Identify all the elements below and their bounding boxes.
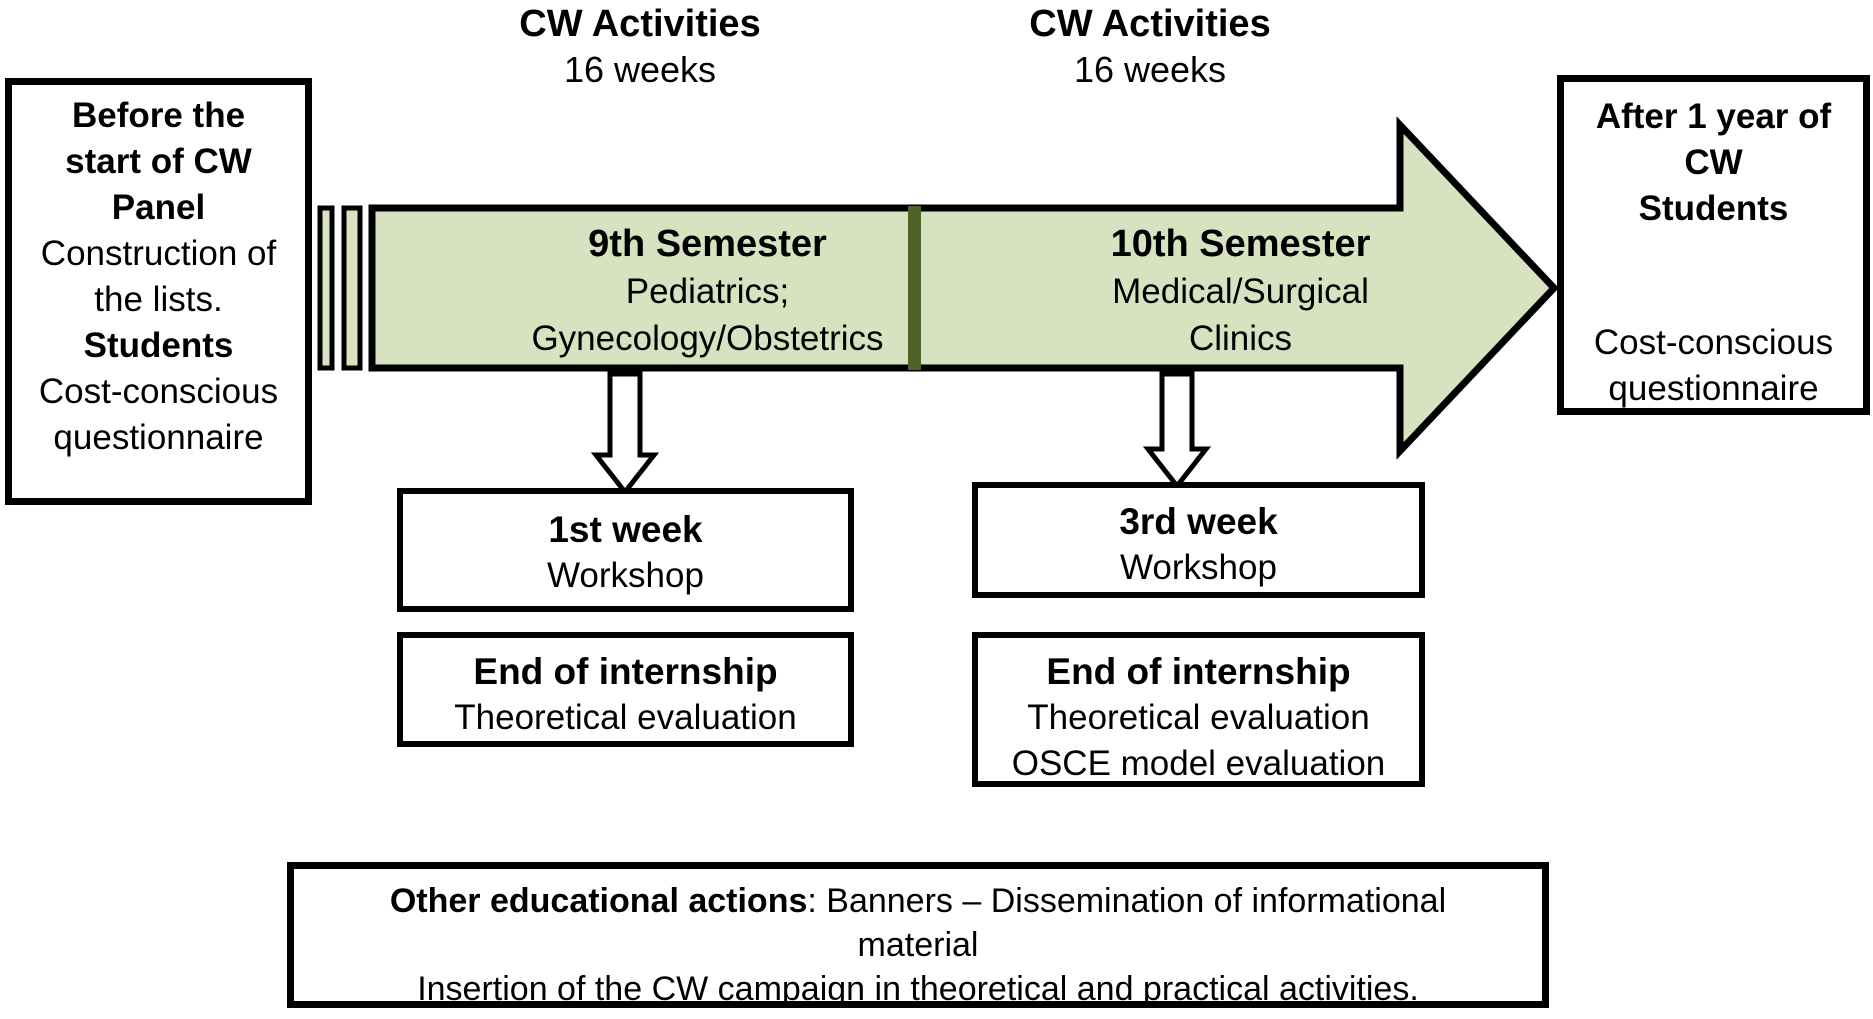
after-box-line: questionnaire bbox=[1608, 369, 1819, 408]
before-cw-line: Students bbox=[83, 326, 234, 365]
semester-9-line: Pediatrics; bbox=[625, 272, 790, 311]
cw-activities-weeks-1: 16 weeks bbox=[563, 49, 717, 90]
semester-9-line: Gynecology/Obstetrics bbox=[531, 319, 884, 358]
week3-line: Workshop bbox=[1120, 548, 1277, 587]
down-arrow-2 bbox=[1142, 371, 1212, 491]
week1-title: 1st week bbox=[548, 509, 703, 550]
other-educational-actions-box: Other educational actions: Banners – Dis… bbox=[287, 862, 1549, 1008]
semester-10-line: Medical/Surgical bbox=[1112, 272, 1369, 311]
semester-9-segment: 9th Semester Pediatrics; Gynecology/Obst… bbox=[375, 214, 975, 374]
before-cw-line: start of CW bbox=[65, 142, 252, 181]
week1-line: Workshop bbox=[547, 556, 704, 595]
week1-workshop-box: 1st week Workshop bbox=[397, 488, 854, 612]
timeline-right-arrow bbox=[368, 116, 1559, 460]
other-actions-line-2: material bbox=[857, 926, 979, 964]
before-cw-box: Before the start of CW Panel Constructio… bbox=[5, 78, 312, 505]
end2-line: OSCE model evaluation bbox=[1011, 744, 1386, 783]
other-actions-bold-prefix: Other educational actions bbox=[389, 882, 808, 920]
timeline-tick-bar-2 bbox=[341, 205, 363, 371]
cw-activities-label-2: CW Activities 16 weeks bbox=[950, 2, 1350, 92]
before-cw-line: the lists. bbox=[94, 280, 223, 319]
down-arrow-1 bbox=[590, 371, 660, 497]
cw-activities-label-1: CW Activities 16 weeks bbox=[440, 2, 840, 92]
semester-9-title: 9th Semester bbox=[588, 223, 827, 265]
end-internship-box-1: End of internship Theoretical evaluation bbox=[397, 632, 854, 747]
cw-activities-title-1: CW Activities bbox=[519, 3, 761, 45]
semester-10-title: 10th Semester bbox=[1110, 223, 1371, 265]
end2-line: Theoretical evaluation bbox=[1027, 698, 1370, 737]
before-cw-line: Before the bbox=[71, 96, 246, 135]
after-box-spacer bbox=[1564, 232, 1863, 320]
other-actions-line-3: Insertion of the CW campaign in theoreti… bbox=[417, 970, 1419, 1008]
after-1-year-box: After 1 year of CW Students Cost-conscio… bbox=[1557, 75, 1870, 415]
other-actions-rest: : Banners – Dissemination of information… bbox=[807, 882, 1447, 920]
timeline-tick-bar-1 bbox=[317, 205, 335, 371]
end-internship-box-2: End of internship Theoretical evaluation… bbox=[972, 632, 1425, 787]
after-box-line: CW bbox=[1684, 143, 1743, 182]
after-box-line: After 1 year of bbox=[1595, 97, 1832, 136]
cw-activities-title-2: CW Activities bbox=[1029, 3, 1271, 45]
after-box-line: Cost-conscious bbox=[1593, 323, 1834, 362]
before-cw-line: Construction of bbox=[40, 234, 277, 273]
before-cw-line: Cost-conscious bbox=[38, 372, 279, 411]
before-cw-line: Panel bbox=[111, 188, 206, 227]
after-box-line: Students bbox=[1638, 189, 1789, 228]
semester-divider-bar bbox=[908, 206, 921, 370]
before-cw-line: questionnaire bbox=[53, 418, 264, 457]
semester-10-segment: 10th Semester Medical/Surgical Clinics bbox=[922, 214, 1479, 374]
week3-title: 3rd week bbox=[1119, 501, 1278, 542]
week3-workshop-box: 3rd week Workshop bbox=[972, 482, 1425, 598]
cw-activities-weeks-2: 16 weeks bbox=[1073, 49, 1227, 90]
semester-10-line: Clinics bbox=[1188, 319, 1293, 358]
other-actions-line-1: Other educational actions: Banners – Dis… bbox=[294, 879, 1542, 923]
end1-title: End of internship bbox=[473, 651, 778, 692]
end1-line: Theoretical evaluation bbox=[454, 698, 797, 737]
end2-title: End of internship bbox=[1046, 651, 1351, 692]
